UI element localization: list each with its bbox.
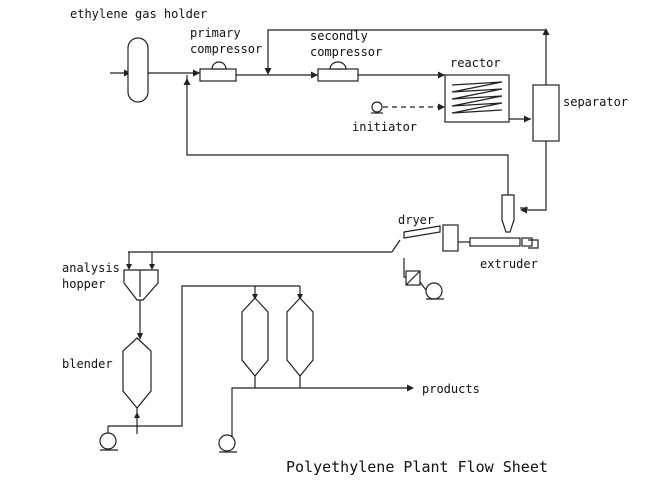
arrow-head xyxy=(524,115,531,123)
product-silo-1 xyxy=(241,297,269,377)
equipment xyxy=(99,37,560,453)
arrow-head xyxy=(297,294,303,300)
arrow-head xyxy=(149,264,155,270)
secondary-compressor-label-line1: secondly xyxy=(310,29,368,43)
extruder-feed-hopper xyxy=(501,194,528,233)
dryer xyxy=(403,224,459,252)
arrow-head xyxy=(438,103,445,111)
arrow-head xyxy=(264,68,272,75)
diagram-title: Polyethylene Plant Flow Sheet xyxy=(286,458,548,476)
high-pressure-recycle-line xyxy=(267,29,547,85)
blender xyxy=(122,337,152,409)
separator xyxy=(532,84,560,142)
primary-compressor-label-line2: compressor xyxy=(190,42,262,56)
dryer-label: dryer xyxy=(398,213,434,227)
low-pressure-recycle-line xyxy=(186,75,509,195)
arrow-head xyxy=(407,384,414,392)
blender-label: blender xyxy=(62,357,113,371)
arrow-head xyxy=(542,28,550,35)
secondary-compressor-label-line2: compressor xyxy=(310,45,382,59)
separator-to-hopper-line xyxy=(522,141,547,211)
arrow-head xyxy=(134,412,140,418)
products-line xyxy=(231,387,410,440)
reactor-label: reactor xyxy=(450,56,501,70)
conveying-blower-2 xyxy=(218,434,237,453)
ethylene-gas-holder xyxy=(127,37,149,103)
labels: ethylene gas holder primary compressor s… xyxy=(62,7,628,476)
reactor xyxy=(444,74,510,123)
products-label: products xyxy=(422,382,480,396)
analysis-hopper xyxy=(123,269,159,301)
separator-label: separator xyxy=(563,95,628,109)
dryer-to-header-line xyxy=(391,239,401,253)
conveying-line xyxy=(108,285,300,427)
piping xyxy=(108,28,550,440)
arrow-head xyxy=(126,264,132,270)
product-silo-2 xyxy=(286,297,314,377)
initiator-label: initiator xyxy=(352,120,417,134)
analysis-hopper-label-line1: analysis xyxy=(62,261,120,275)
primary-compressor-label-line1: primary xyxy=(190,26,241,40)
primary-compressor xyxy=(199,61,237,82)
arrow-head xyxy=(137,333,143,340)
arrow-head xyxy=(252,294,258,300)
secondary-compressor xyxy=(317,61,359,82)
conveying-blower-1 xyxy=(99,426,118,451)
arrow-head xyxy=(193,69,200,77)
arrow-head xyxy=(183,78,191,85)
extruder xyxy=(469,237,539,249)
gas-holder-label: ethylene gas holder xyxy=(70,7,207,21)
dryer-blower xyxy=(405,270,444,300)
arrow-head xyxy=(438,71,445,79)
initiator-pump xyxy=(371,101,383,113)
analysis-hopper-label-line2: hopper xyxy=(62,277,105,291)
blower-link-line xyxy=(419,281,427,291)
arrow-head xyxy=(311,71,318,79)
extruder-label: extruder xyxy=(480,257,538,271)
dryer-blower-line xyxy=(403,258,406,278)
